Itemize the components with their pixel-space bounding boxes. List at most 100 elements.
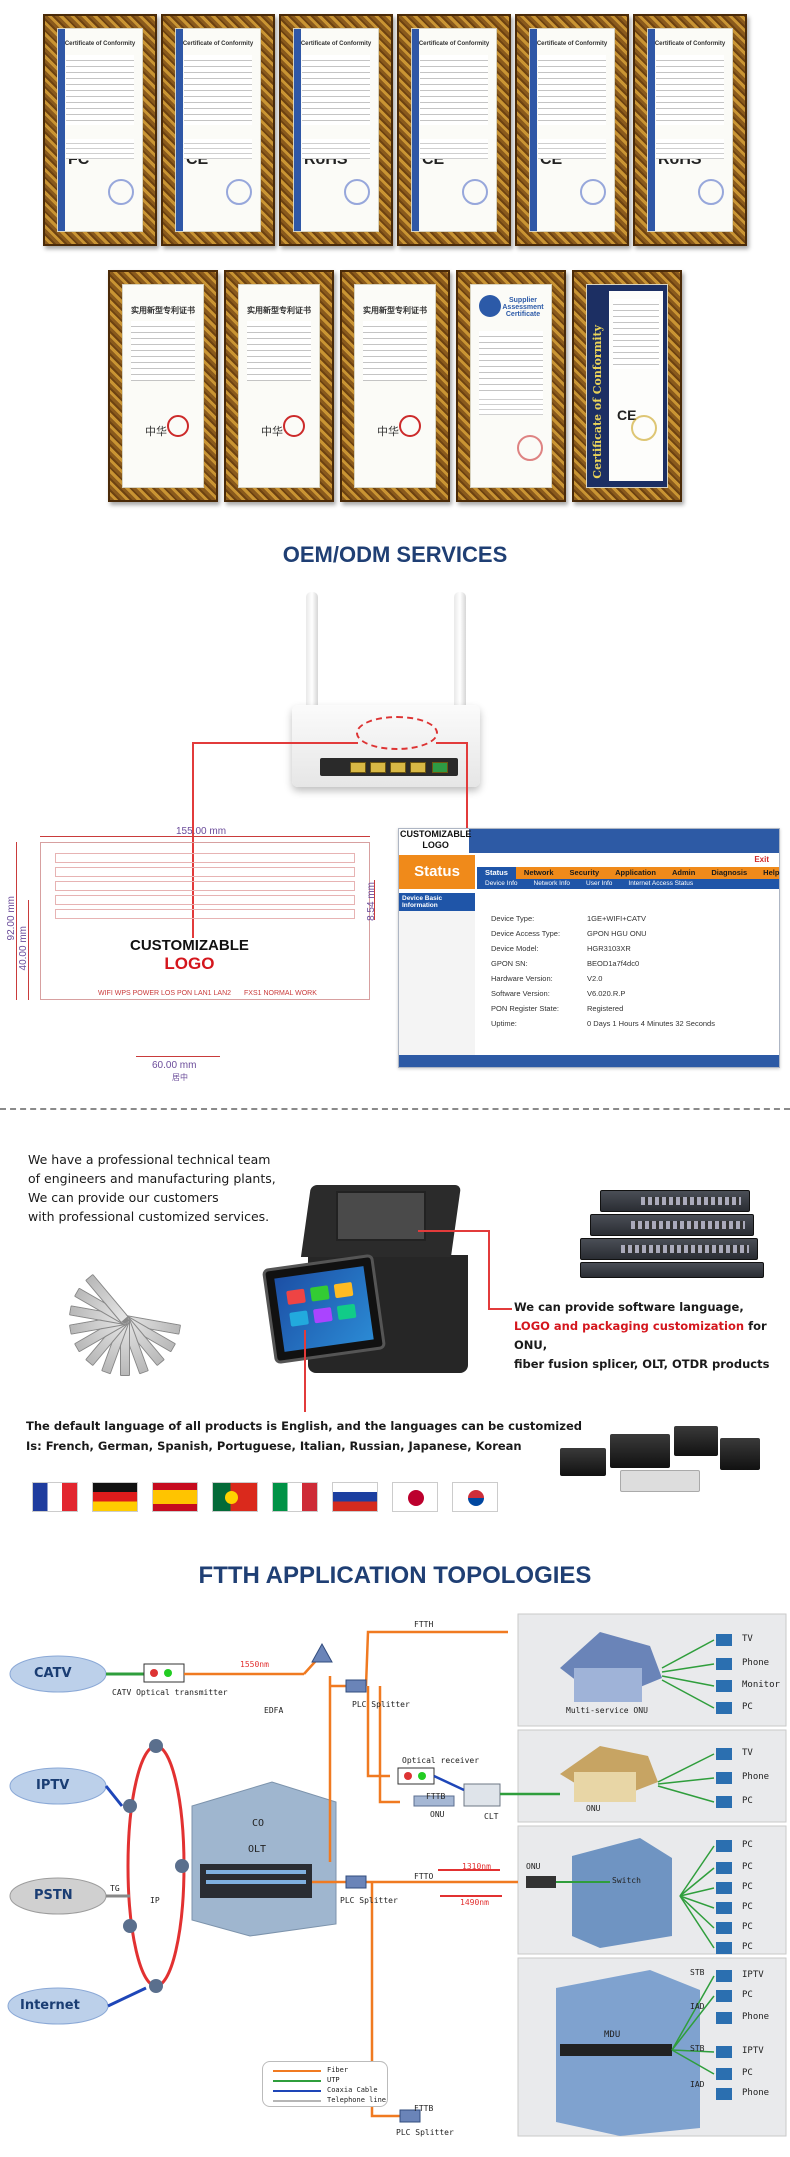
legend-swatch-coax: [273, 2090, 321, 2092]
label-1550nm: 1550nm: [240, 1660, 269, 1669]
callout-line: [192, 742, 194, 938]
utp-link: [657, 1777, 715, 1785]
plc-splitter-icon: [345, 1679, 367, 1693]
pc-icon: [716, 2068, 732, 2080]
language-line: Is: French, German, Spanish, Portuguese,…: [26, 1439, 522, 1453]
table-row: Device Model:HGR3103XR: [491, 941, 715, 956]
device-label: PC: [742, 1840, 753, 1850]
office-building-icon: [572, 1838, 672, 1948]
sfp-modules-image: [58, 1268, 198, 1388]
onu-device: [674, 1426, 718, 1456]
dimension-line: [374, 880, 375, 920]
row-value: Registered: [587, 1004, 624, 1013]
korea-taeguk: [468, 1490, 484, 1506]
subnav-user-info[interactable]: User Info: [586, 880, 613, 887]
device-label: Phone: [742, 2088, 770, 2098]
legend-swatch-utp: [273, 2080, 321, 2082]
end-devices: [716, 1634, 732, 2100]
portugal-flag-icon: [212, 1482, 258, 1512]
logo-area-highlight: [356, 716, 438, 750]
label-iad-1: IAD: [690, 2002, 705, 2011]
fusion-splicer-image: [261, 1185, 484, 1375]
certificate-strip: [176, 29, 183, 231]
label-ftth: FTTH: [414, 1620, 434, 1629]
olt-unit: [580, 1262, 764, 1278]
nav-diagnosis[interactable]: Diagnosis: [711, 868, 748, 877]
device-label: Phone: [742, 2012, 770, 2022]
device-label: PC: [742, 1702, 753, 1712]
device-label: PC: [742, 1796, 753, 1806]
certificate-title: 实用新型专利证书: [131, 306, 195, 315]
logo-text-line2: LOGO: [164, 954, 215, 973]
screenshot-logo-label: CUSTOMIZABLE LOGO: [400, 829, 472, 850]
faceplate-drawing: [40, 842, 370, 1000]
language-flags: [32, 1482, 498, 1512]
certificate-title: Certificate of Conformity: [591, 325, 604, 479]
olt-stack-image: [580, 1190, 764, 1280]
nav-status[interactable]: Status: [477, 867, 516, 879]
dimension-width: 155.00 mm: [176, 826, 227, 837]
lan-port: [370, 762, 386, 773]
onu-device: [720, 1438, 760, 1470]
status-banner: Status: [399, 855, 475, 889]
certificate-strip: [58, 29, 65, 231]
ui-main-nav: Status Network Security Application Admi…: [477, 867, 779, 879]
subnav-network-info[interactable]: Network Info: [533, 880, 571, 887]
supplier-certificate: Supplier Assessment Certificate: [470, 284, 552, 488]
certificate-text: [184, 139, 252, 159]
web-ui-screenshot: Exit Status Status Network Security Appl…: [398, 828, 780, 1068]
software-highlight: LOGO and packaging customization: [514, 1319, 745, 1333]
dimension-height-outer: 92.00 mm: [6, 896, 17, 941]
olt-ports: [641, 1197, 741, 1205]
certificate-text: [184, 55, 252, 125]
nav-security[interactable]: Security: [569, 868, 600, 877]
label-ftto: FTTO: [414, 1872, 434, 1881]
intro-paragraph: We have a professional technical team of…: [28, 1150, 276, 1226]
sidebar-item-device-basic-info[interactable]: Device Basic Information: [399, 893, 475, 911]
label-plc-splitter-2: PLC Splitter: [340, 1896, 398, 1905]
dimension-right: 8.54 mm: [366, 882, 377, 921]
certificate-signature: 中华: [145, 425, 167, 438]
device-label: PC: [742, 1882, 753, 1892]
subnav-internet-status[interactable]: Internet Access Status: [628, 880, 694, 887]
seal-icon: [399, 415, 421, 437]
label-stb-2: STB: [690, 2044, 705, 2053]
nav-help[interactable]: Help: [763, 868, 780, 877]
certificate-text: [247, 321, 311, 381]
exit-link[interactable]: Exit: [754, 855, 769, 864]
label-clt: CLT: [484, 1812, 499, 1821]
subnav-device-info[interactable]: Device Info: [485, 880, 518, 887]
certificate-frame: Certificate of Conformity CE: [515, 14, 629, 246]
lan-port: [350, 762, 366, 773]
intro-line: of engineers and manufacturing plants,: [28, 1171, 276, 1186]
dimension-bottom-sub: 居中: [172, 1073, 188, 1082]
certificate-text: [538, 55, 606, 125]
stamp-icon: [517, 435, 543, 461]
utp-link: [661, 1675, 715, 1687]
label-onu-2: ONU: [526, 1862, 541, 1871]
internet-link: [107, 1986, 147, 2008]
table-row: PON Register State:Registered: [491, 1001, 715, 1016]
certificate-frame: Certificate of Conformity RoHS: [633, 14, 747, 246]
certificate-frame: Certificate of Conformity RoHS: [279, 14, 393, 246]
olt-ports: [631, 1221, 745, 1229]
service-iptv: IPTV: [36, 1778, 70, 1793]
device-label: IPTV: [742, 1970, 764, 1980]
utp-link: [657, 1785, 715, 1803]
legend-label: UTP: [327, 2076, 340, 2084]
olt-rack-ports: [206, 1880, 306, 1884]
device-label: TV: [742, 1748, 753, 1758]
nav-network[interactable]: Network: [523, 868, 554, 877]
label-fttb-1: FTTB: [426, 1792, 446, 1801]
language-line: The default language of all products is …: [26, 1419, 582, 1433]
monitor-icon: [716, 1680, 732, 1692]
nav-admin[interactable]: Admin: [671, 868, 696, 877]
utp-link: [671, 2049, 715, 2075]
row-value: V2.0: [587, 974, 603, 983]
row-key: GPON SN:: [491, 959, 528, 968]
nav-application[interactable]: Application: [615, 868, 656, 877]
splicer-screen: [261, 1253, 387, 1365]
device-label: PC: [742, 2068, 753, 2078]
house-icon: [574, 1668, 642, 1702]
label-plc-splitter-3: PLC Splitter: [396, 2128, 454, 2137]
